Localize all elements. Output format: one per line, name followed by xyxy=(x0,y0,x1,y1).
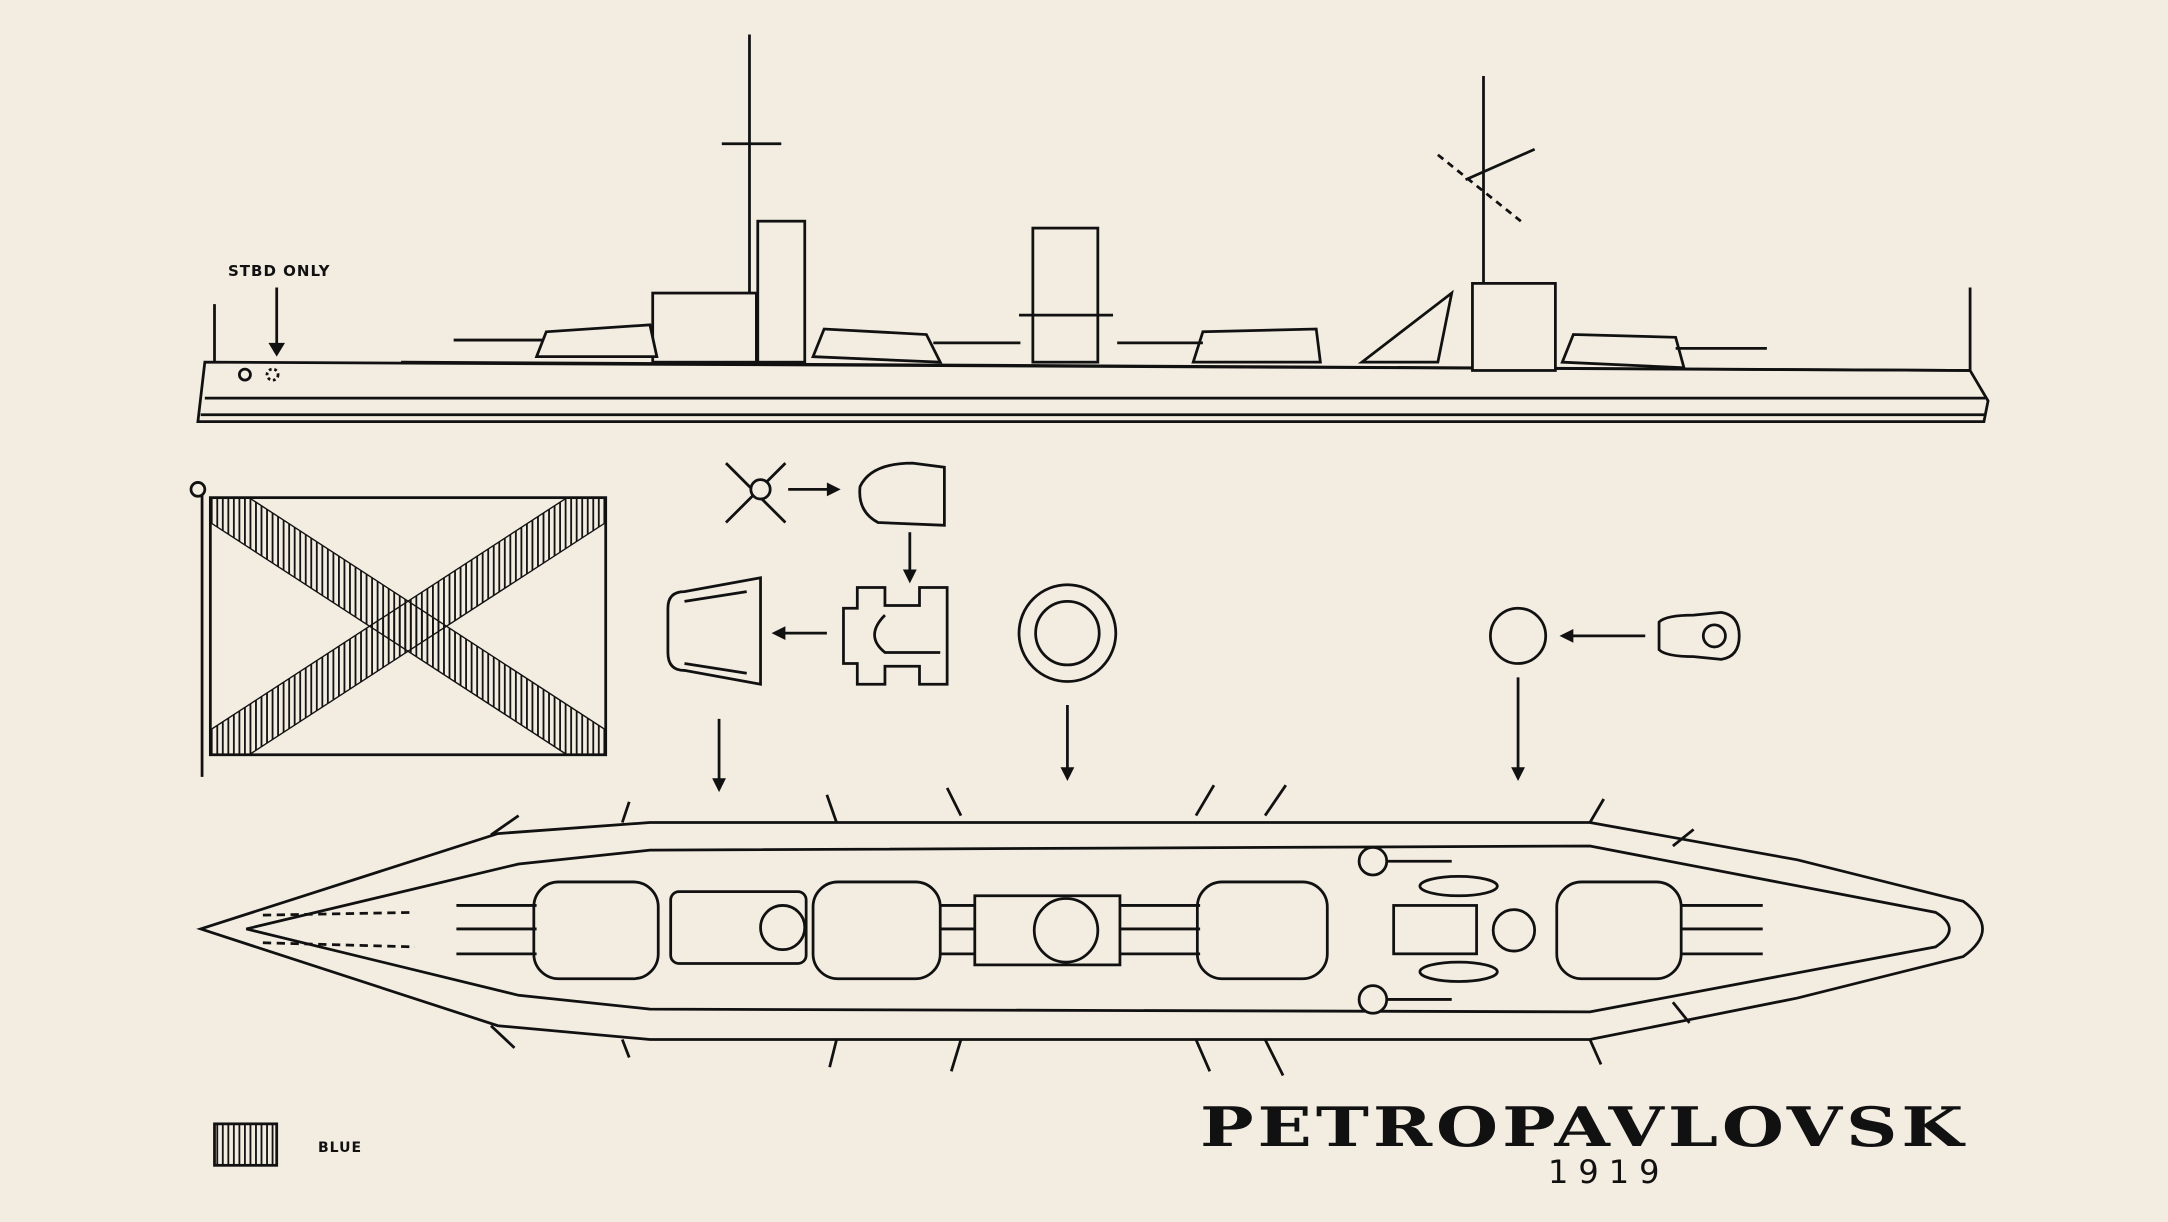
secondary-guns xyxy=(490,784,1695,1077)
legend-blue-label: BLUE xyxy=(318,1140,363,1156)
plan-turrets xyxy=(456,880,1763,981)
profile-turrets xyxy=(453,323,1767,370)
ship-name-title: PETROPAVLOVSK xyxy=(1200,1095,1968,1159)
legend-blue-swatch xyxy=(213,1122,279,1167)
detail-parts xyxy=(666,461,1741,793)
stbd-only-label: STBD ONLY xyxy=(228,262,331,280)
side-profile xyxy=(196,34,1990,423)
naval-ensign-flag xyxy=(189,481,608,777)
year-label: 1919 xyxy=(1548,1153,1670,1191)
plan-view xyxy=(196,784,1984,1077)
